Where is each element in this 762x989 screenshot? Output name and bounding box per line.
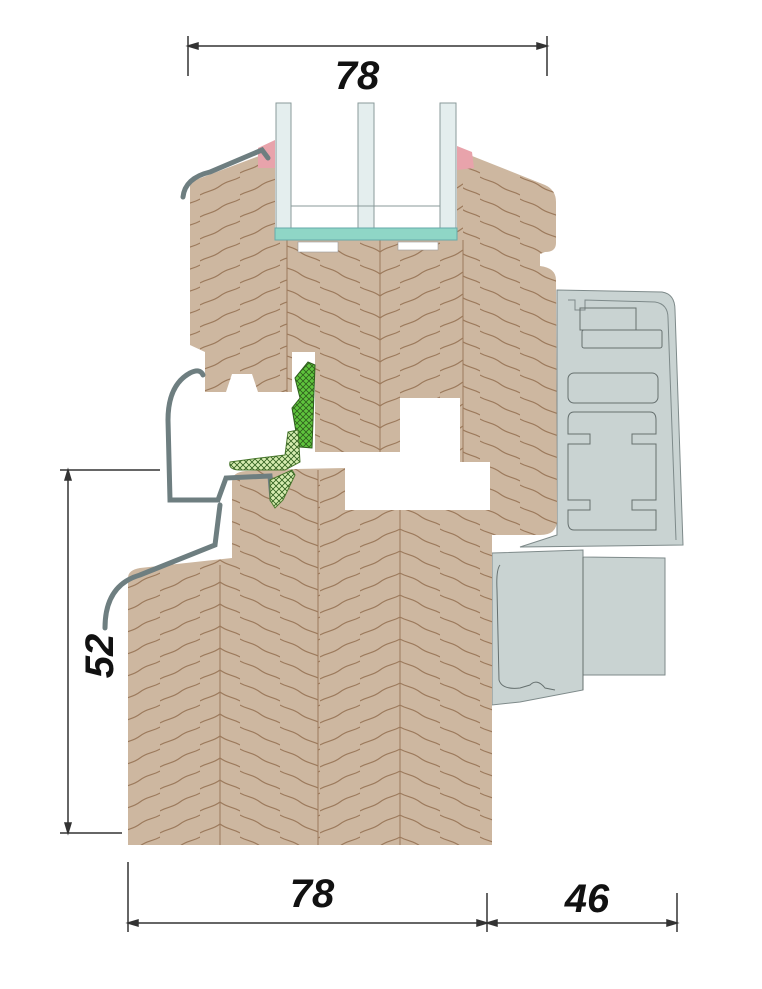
- aluminium-cladding-lower: [491, 549, 666, 706]
- dimension-label-left: 52: [78, 634, 122, 679]
- dimension-left-height: [60, 467, 160, 836]
- dimension-top-width: [185, 36, 550, 76]
- dimension-label-top: 78: [335, 54, 380, 98]
- gasket-seals: [229, 361, 316, 509]
- frame-timber: [128, 468, 492, 845]
- dimension-bottom: [125, 862, 680, 932]
- dimension-label-bottom-frame: 78: [290, 872, 335, 916]
- dimension-label-bottom-cladding: 46: [564, 877, 610, 921]
- aluminium-cladding-upper: [519, 289, 684, 548]
- glazing-unit: [258, 102, 474, 253]
- aluminium-drip-cap: [102, 146, 275, 631]
